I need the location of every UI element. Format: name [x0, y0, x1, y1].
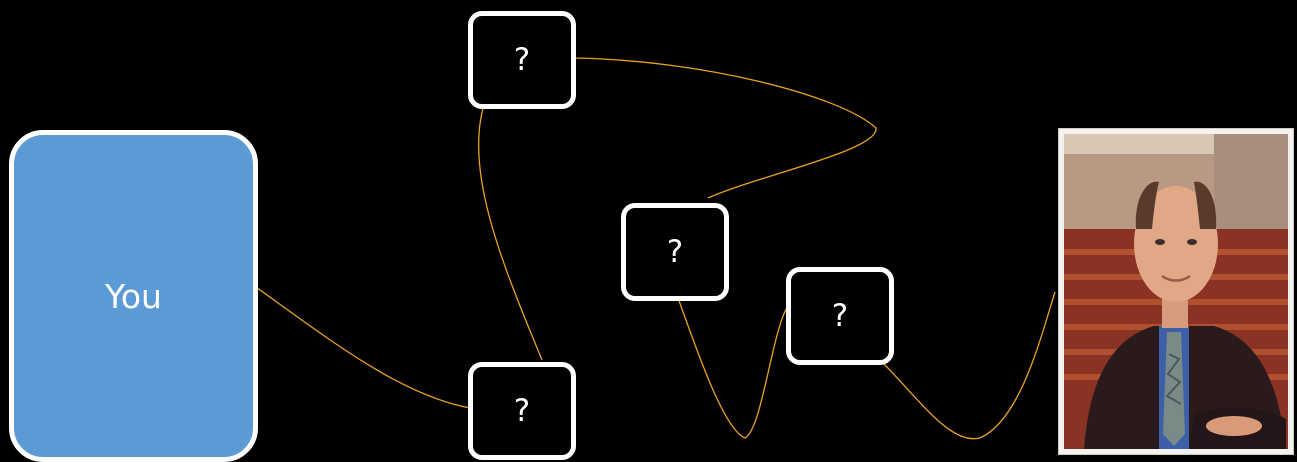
connector-q1-to-q3	[573, 57, 877, 199]
unknown-node-3: ?	[621, 203, 729, 301]
unknown-label: ?	[513, 42, 531, 78]
unknown-label: ?	[831, 298, 849, 334]
you-node: You	[9, 130, 258, 462]
unknown-node-4: ?	[786, 267, 894, 365]
target-person-photo	[1058, 128, 1294, 455]
unknown-node-1: ?	[468, 11, 576, 109]
connector-q2-to-q1	[477, 101, 543, 361]
person-photo-icon	[1064, 134, 1288, 449]
unknown-node-2: ?	[468, 362, 576, 460]
connector-q4-to-target	[881, 291, 1056, 440]
connector-you-to-q2	[252, 284, 471, 409]
unknown-label: ?	[513, 393, 531, 429]
connector-q3-to-q4	[676, 294, 789, 439]
you-label: You	[105, 276, 162, 316]
unknown-label: ?	[666, 234, 684, 270]
